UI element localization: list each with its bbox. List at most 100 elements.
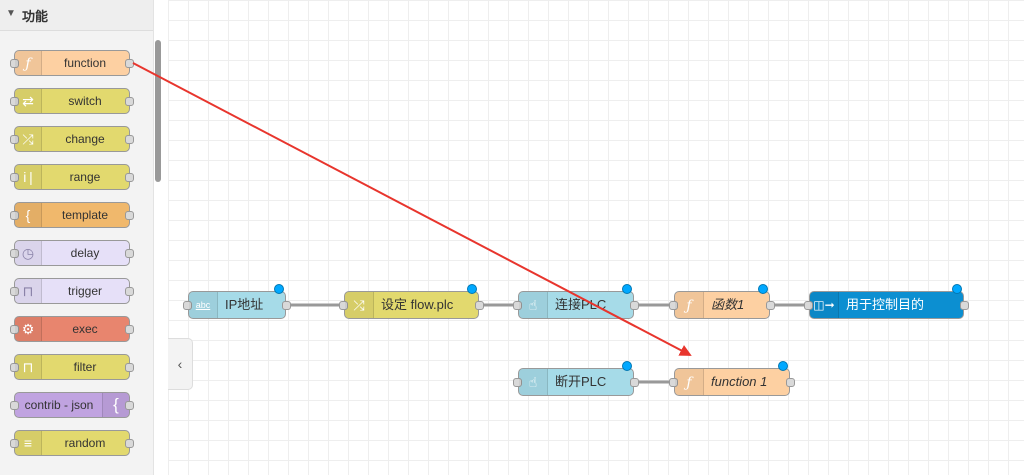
palette-node-json[interactable]: contrib - json {	[10, 392, 134, 418]
palette-node-filter[interactable]: ⊓ filter	[10, 354, 134, 380]
output-port	[125, 287, 134, 296]
flow-node-disconnect-plc[interactable]: ☝ 断开PLC	[513, 361, 639, 396]
collapse-sidebar-button[interactable]: ‹	[168, 338, 193, 390]
function-icon: ƒ	[675, 369, 704, 395]
random-icon: ≡	[15, 431, 42, 455]
flow-node-set-flow-plc[interactable]: ⤮ 设定 flow.plc	[339, 284, 484, 319]
output-port	[125, 363, 134, 372]
output-port	[125, 249, 134, 258]
gear-icon: ⚙	[15, 317, 42, 341]
range-icon: i |	[15, 165, 42, 189]
switch-icon: ⇄	[15, 89, 42, 113]
input-port	[10, 135, 19, 144]
palette-node-delay[interactable]: ◷ delay	[10, 240, 134, 266]
json-braces-icon: {	[102, 393, 129, 417]
palette-category-header[interactable]: ▼ 功能	[0, 0, 153, 31]
input-port	[10, 287, 19, 296]
palette-node-label: delay	[70, 246, 100, 260]
palette-category-label: 功能	[22, 9, 49, 24]
flow-node-label: function 1	[711, 374, 768, 389]
clock-icon: ◷	[15, 241, 42, 265]
palette-node-label: change	[65, 132, 105, 146]
palette-node-label: template	[61, 208, 109, 222]
palette-node-switch[interactable]: ⇄ switch	[10, 88, 134, 114]
input-port[interactable]	[804, 301, 813, 310]
changed-indicator	[758, 284, 768, 294]
changed-indicator	[622, 284, 632, 294]
input-port[interactable]	[513, 378, 522, 387]
palette-node-template[interactable]: { template	[10, 202, 134, 228]
changed-indicator	[467, 284, 477, 294]
output-port[interactable]	[475, 301, 484, 310]
chevron-left-icon: ‹	[177, 356, 183, 372]
output-port[interactable]	[766, 301, 775, 310]
hand-pointer-icon: ☝	[519, 292, 548, 318]
input-port	[10, 97, 19, 106]
output-port	[125, 401, 134, 410]
palette-node-label: exec	[72, 322, 98, 336]
function-icon: ƒ	[15, 51, 42, 75]
output-port	[125, 211, 134, 220]
flow-node-function-1[interactable]: ƒ function 1	[669, 361, 795, 396]
hand-pointer-icon: ☝	[519, 369, 548, 395]
palette-node-label: contrib - json	[24, 398, 94, 412]
output-port	[125, 97, 134, 106]
abc-text-icon: abc	[189, 292, 218, 318]
chevron-down-icon[interactable]: ▼	[6, 8, 16, 19]
input-port	[10, 59, 19, 68]
wires-layer	[286, 303, 809, 384]
output-port[interactable]	[630, 301, 639, 310]
input-port[interactable]	[669, 378, 678, 387]
palette-node-label: trigger	[67, 284, 102, 298]
flow-node-label: IP地址	[225, 297, 264, 312]
palette-node-trigger[interactable]: ⊓ trigger	[10, 278, 134, 304]
flow-workspace[interactable]: abc IP地址 ⤮ 设定 flow.plc ☝ 连接PLC ƒ 函数1 ◫➞ …	[168, 0, 1024, 475]
palette-node-label: random	[64, 436, 106, 450]
input-port	[10, 173, 19, 182]
output-port[interactable]	[960, 301, 969, 310]
changed-indicator	[952, 284, 962, 294]
link-out-icon: ◫➞	[810, 292, 839, 318]
palette-node-label: filter	[73, 360, 97, 374]
changed-indicator	[622, 361, 632, 371]
palette-node-label: switch	[68, 94, 102, 108]
flow-node-label: 连接PLC	[555, 297, 607, 312]
flow-node-function-cn[interactable]: ƒ 函数1	[669, 284, 775, 319]
input-port	[10, 401, 19, 410]
output-port[interactable]	[630, 378, 639, 387]
flow-node-link-out[interactable]: ◫➞ 用于控制目的	[804, 284, 969, 319]
function-icon: ƒ	[675, 292, 704, 318]
flow-node-connect-plc[interactable]: ☝ 连接PLC	[513, 284, 639, 319]
trigger-icon: ⊓	[15, 279, 42, 303]
flow-node-label: 函数1	[711, 297, 745, 312]
palette-scrollbar[interactable]	[155, 40, 161, 182]
palette-node-function[interactable]: ƒ function	[10, 50, 134, 76]
output-port[interactable]	[786, 378, 795, 387]
palette-sidebar: ▼ 功能 ƒ function ⇄ switch ⤮ change i | ra…	[0, 0, 154, 475]
output-port	[125, 325, 134, 334]
template-icon: {	[15, 203, 42, 227]
output-port	[125, 439, 134, 448]
output-port	[125, 59, 134, 68]
input-port	[10, 439, 19, 448]
changed-indicator	[778, 361, 788, 371]
palette-node-label: function	[63, 56, 107, 70]
flow-node-label: 断开PLC	[555, 374, 607, 389]
palette-node-change[interactable]: ⤮ change	[10, 126, 134, 152]
palette-node-exec[interactable]: ⚙ exec	[10, 316, 134, 342]
palette-node-random[interactable]: ≡ random	[10, 430, 134, 456]
input-port	[10, 249, 19, 258]
input-port	[10, 211, 19, 220]
flow-node-label: 设定 flow.plc	[381, 297, 454, 312]
changed-indicator	[274, 284, 284, 294]
flow-node-label: 用于控制目的	[846, 297, 925, 312]
shuffle-icon: ⤮	[345, 292, 374, 318]
palette-node-range[interactable]: i | range	[10, 164, 134, 190]
input-port	[10, 325, 19, 334]
filter-icon: ⊓	[15, 355, 42, 379]
input-port	[10, 363, 19, 372]
output-port	[125, 173, 134, 182]
flow-node-ip-address[interactable]: abc IP地址	[183, 284, 291, 319]
output-port[interactable]	[282, 301, 291, 310]
output-port	[125, 135, 134, 144]
